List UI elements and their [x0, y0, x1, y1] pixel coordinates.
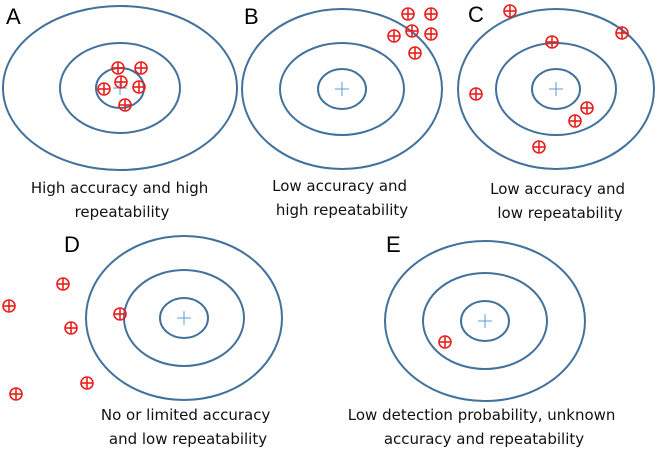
caption-line: high repeatability — [276, 201, 408, 219]
inner-ring — [317, 68, 367, 110]
inner-ring — [531, 68, 581, 110]
panel-b: B Low accuracy and high repeatability — [241, 4, 443, 219]
marker-icon — [405, 24, 419, 38]
caption-line: High accuracy and high — [31, 179, 208, 197]
panel-d-caption: No or limited accuracy and low repeatabi… — [101, 406, 275, 448]
panel-e-target — [384, 240, 586, 402]
marker-icon — [2, 299, 16, 313]
marker-icon — [113, 307, 127, 321]
panel-e: E Low detection probability, unknown acc… — [348, 232, 620, 448]
inner-ring — [460, 300, 510, 342]
marker-icon — [401, 7, 415, 21]
marker-icon — [9, 387, 23, 401]
caption-line: and low repeatability — [109, 430, 267, 448]
marker-icon — [114, 75, 128, 89]
marker-icon — [111, 61, 125, 75]
marker-icon — [503, 4, 517, 18]
outer-ring — [457, 8, 655, 170]
panel-c-letter: C — [468, 2, 484, 27]
outer-ring — [241, 8, 443, 170]
marker-icon — [469, 87, 483, 101]
marker-icon — [56, 277, 70, 291]
marker-icon — [532, 140, 546, 154]
outer-ring — [2, 5, 238, 171]
middle-ring — [59, 42, 181, 134]
panel-b-letter: B — [244, 4, 259, 29]
marker-icon — [545, 35, 559, 49]
caption-line: Low detection probability, unknown — [348, 406, 616, 424]
marker-icon — [97, 82, 111, 96]
center-crosshair-icon — [177, 311, 191, 325]
marker-icon — [580, 101, 594, 115]
middle-ring — [422, 272, 548, 370]
middle-ring — [495, 42, 617, 136]
panel-e-caption: Low detection probability, unknown accur… — [348, 406, 620, 448]
middle-ring — [279, 42, 405, 136]
marker-icon — [568, 114, 582, 128]
outer-ring — [85, 235, 283, 401]
caption-line: Low accuracy and — [272, 177, 407, 195]
panel-c: C Low accuracy and low repeatability — [457, 2, 655, 222]
center-crosshair-icon — [335, 82, 349, 96]
panel-e-letter: E — [386, 232, 401, 257]
marker-icon — [438, 335, 452, 349]
marker-icon — [118, 98, 132, 112]
panel-a-caption: High accuracy and high repeatability — [31, 179, 213, 221]
marker-icon — [80, 376, 94, 390]
panel-d: D No or limited accuracy and low repeata… — [2, 232, 283, 448]
marker-icon — [408, 46, 422, 60]
panel-a: A High accuracy and high repeatability — [2, 4, 238, 221]
marker-icon — [424, 27, 438, 41]
panel-c-target — [457, 8, 655, 170]
marker-icon — [132, 80, 146, 94]
marker-icon — [134, 61, 148, 75]
marker-icon — [64, 321, 78, 335]
marker-icon — [387, 29, 401, 43]
caption-line: repeatability — [75, 203, 170, 221]
caption-line: Low accuracy and — [490, 180, 625, 198]
panel-a-letter: A — [6, 4, 21, 29]
panel-b-target — [241, 8, 443, 170]
panel-a-target — [2, 5, 238, 171]
caption-line: accuracy and repeatability — [384, 430, 584, 448]
caption-line: low repeatability — [497, 204, 622, 222]
center-crosshair-icon — [478, 314, 492, 328]
inner-ring — [159, 297, 209, 339]
outer-ring — [384, 240, 586, 402]
caption-line: No or limited accuracy — [101, 406, 271, 424]
marker-icon — [615, 26, 629, 40]
panel-b-caption: Low accuracy and high repeatability — [272, 177, 412, 219]
marker-icon — [424, 7, 438, 21]
center-crosshair-icon — [549, 82, 563, 96]
panel-d-letter: D — [64, 232, 80, 257]
panel-c-caption: Low accuracy and low repeatability — [490, 180, 630, 222]
